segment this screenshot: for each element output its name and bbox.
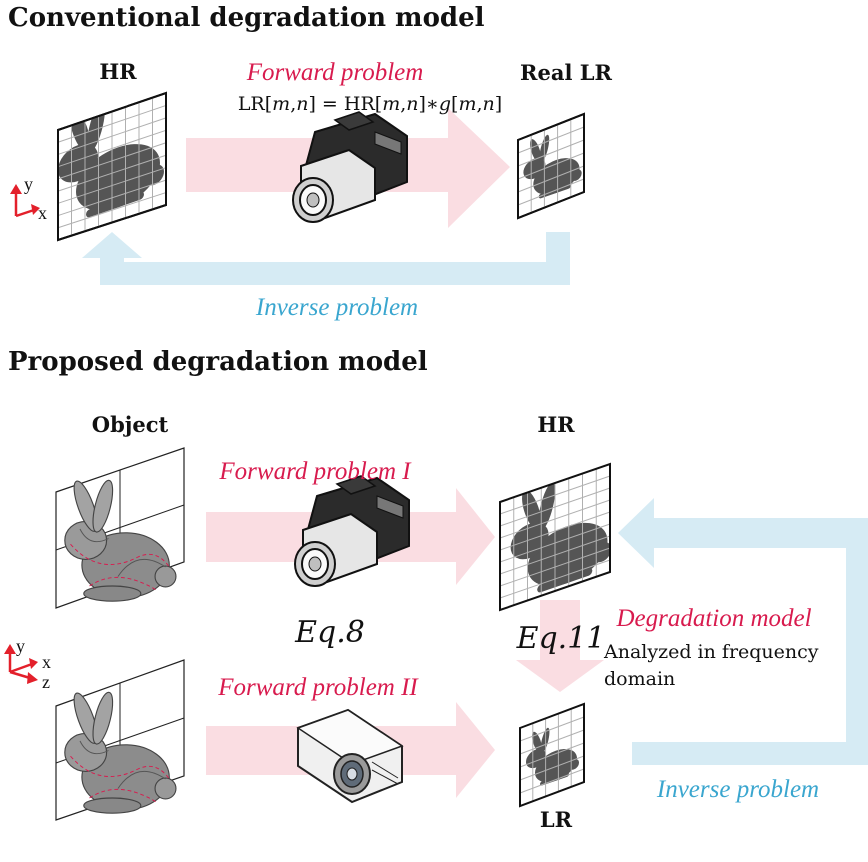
object-plane-1	[55, 447, 185, 609]
grid-line	[499, 547, 611, 587]
degradation-label: Degradation model	[615, 605, 811, 632]
eq-part: ]	[495, 93, 502, 115]
hr-image-bottom	[499, 462, 611, 612]
dslr-camera-icon	[292, 111, 408, 223]
axis-z-label-bottom: z	[42, 672, 50, 692]
bottom-heading: Proposed degradation model	[8, 347, 428, 377]
inverse-label: Inverse problem	[255, 294, 418, 321]
degradation-note-line1: Analyzed in frequency	[603, 641, 819, 663]
axis-y-label-bottom: y	[16, 636, 25, 656]
grid-line	[57, 179, 167, 217]
eq-part: n	[483, 93, 495, 115]
axes-icon	[10, 184, 40, 218]
degradation-note-line2: domain	[604, 668, 675, 690]
real-lr-label: Real LR	[520, 60, 612, 85]
grid-line	[499, 559, 611, 599]
eq-part: m	[382, 93, 400, 115]
forward-label: Forward problem	[246, 59, 424, 86]
grid-line	[517, 165, 585, 193]
eq-part: ,	[476, 93, 482, 115]
grid-line	[57, 142, 167, 180]
top-heading: Conventional degradation model	[8, 3, 485, 33]
compact-camera-icon	[297, 709, 403, 803]
hr-label: HR	[99, 59, 137, 84]
grid-line	[499, 535, 611, 575]
hr-label-bottom: HR	[537, 412, 575, 437]
grid-line	[517, 178, 585, 206]
eq-part: [	[451, 93, 458, 115]
grid-line	[499, 511, 611, 551]
axis-x-label-bottom: x	[42, 652, 51, 672]
eq-part: m	[272, 93, 290, 115]
forward-label-1: Forward problem I	[218, 458, 412, 485]
grid-line	[517, 139, 585, 167]
inverse-arrow-bottom	[618, 498, 868, 765]
eq-part: ] = HR[	[308, 93, 382, 115]
grid-line	[517, 152, 585, 180]
grid-line	[57, 129, 167, 168]
grid-line	[57, 167, 167, 204]
eq-part: ]∗	[419, 93, 439, 115]
eq11-label: Eq.11	[516, 621, 606, 656]
eq8-label: Eq.8	[294, 615, 365, 650]
degradation-arrow	[516, 600, 604, 692]
dslr-camera-icon-bottom	[294, 475, 410, 587]
grid-line	[519, 768, 585, 794]
real-lr-image	[517, 112, 585, 220]
forward-label-2: Forward problem II	[217, 674, 419, 701]
object-label: Object	[92, 412, 169, 437]
grid-line	[517, 126, 585, 154]
grid-line	[519, 716, 585, 742]
object-plane-2	[55, 659, 185, 821]
grid-line	[57, 117, 167, 155]
inverse-arrow	[82, 232, 570, 285]
forward-equation: LR[m,n] = HR[m,n]∗g[m,n]	[238, 93, 502, 115]
grid-line	[519, 755, 585, 781]
eq-part: ,	[290, 93, 296, 115]
hr-image	[57, 91, 167, 242]
grid-line	[519, 742, 585, 768]
axis-x-label: x	[38, 203, 47, 223]
eq-part: n	[406, 93, 418, 115]
eq-part: m	[458, 93, 476, 115]
grid-line	[499, 475, 611, 515]
grid-line	[499, 499, 611, 539]
axes-icon-3d	[4, 644, 38, 684]
lr-image-bottom	[519, 702, 585, 808]
eq-part: n	[296, 93, 308, 115]
inverse-label-bottom: Inverse problem	[656, 776, 819, 803]
grid-line	[57, 154, 167, 192]
grid-line	[499, 487, 611, 527]
lr-label-bottom: LR	[540, 807, 573, 832]
grid-line	[519, 729, 585, 755]
axis-y-label: y	[24, 174, 33, 194]
eq-part: g	[439, 93, 451, 115]
grid-line	[57, 192, 167, 229]
grid-line	[57, 104, 167, 143]
eq-part: LR[	[238, 93, 272, 115]
grid-line	[499, 523, 611, 563]
eq-part: ,	[400, 93, 406, 115]
